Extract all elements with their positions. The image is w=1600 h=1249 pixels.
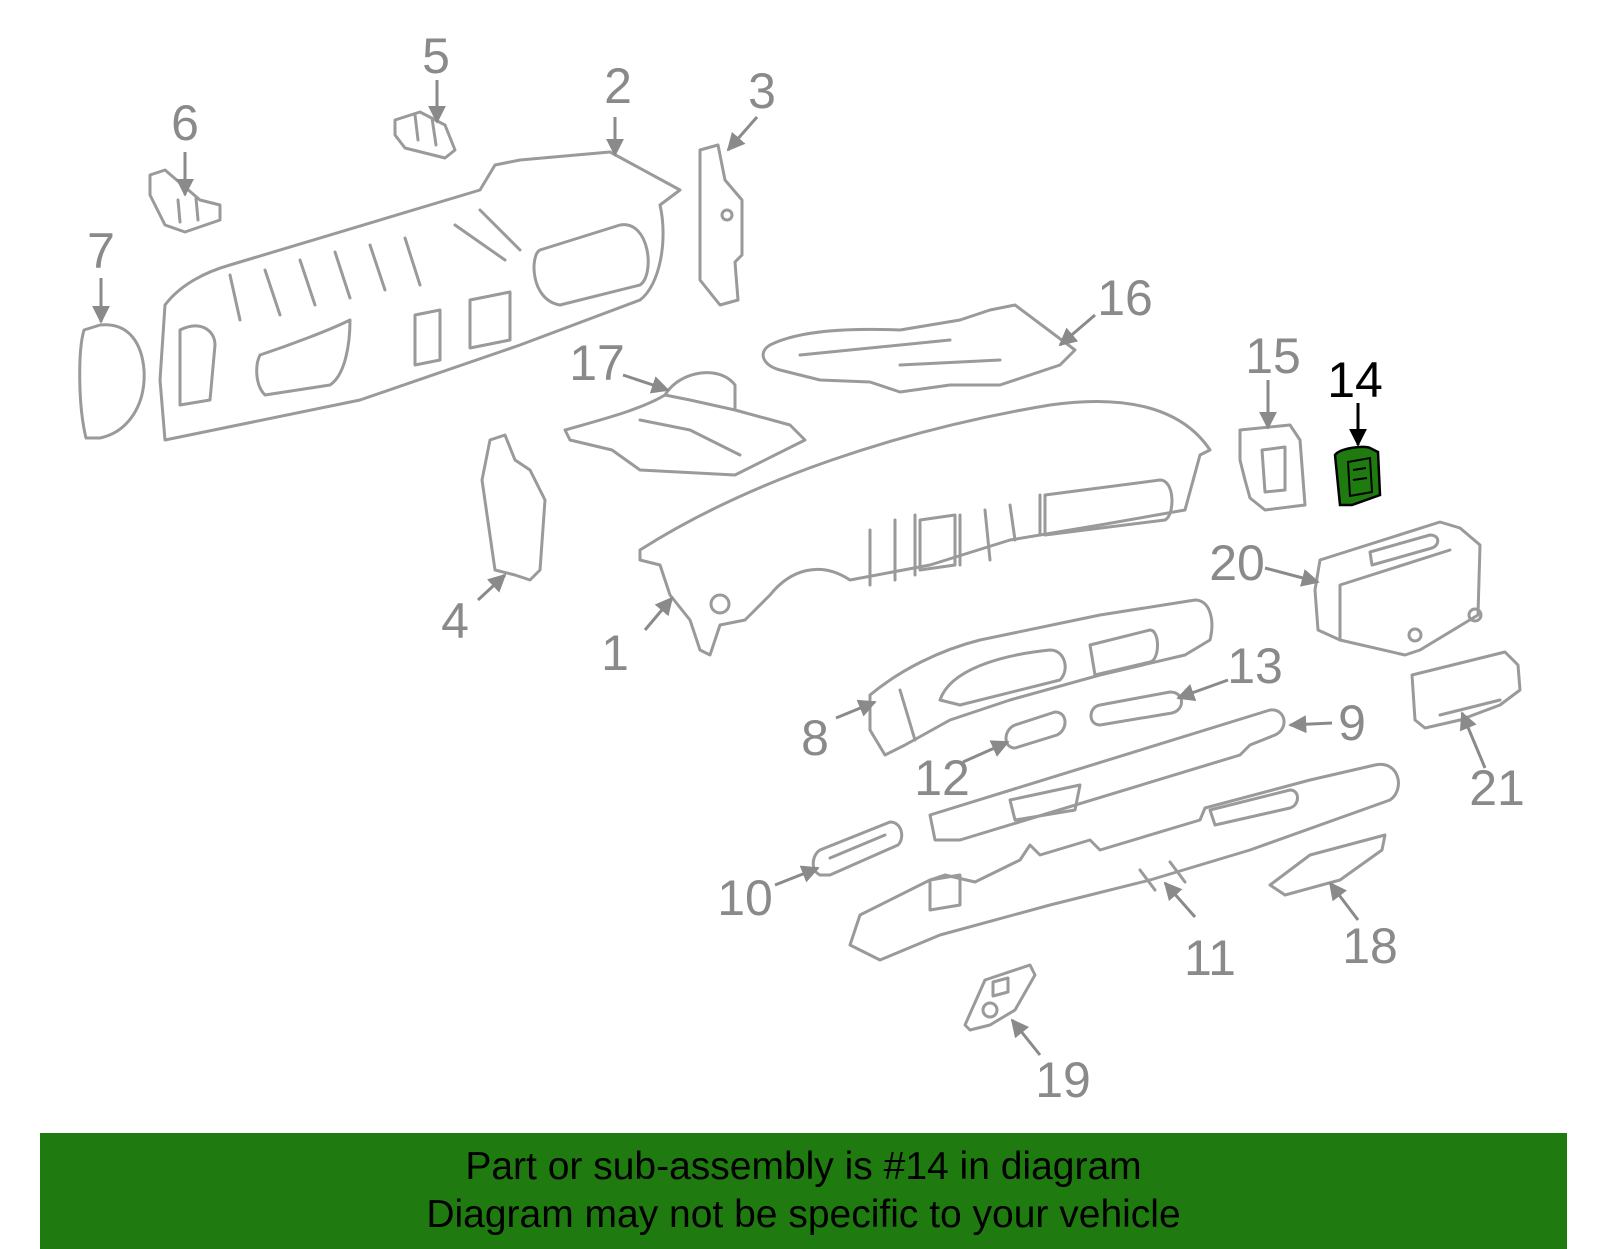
part-1-instrument-panel bbox=[638, 399, 1212, 657]
callout-11: 11 bbox=[1184, 930, 1236, 986]
part-14-vent-highlighted bbox=[1333, 445, 1382, 507]
callout-2: 2 bbox=[604, 58, 632, 114]
callout-8: 8 bbox=[801, 710, 829, 766]
part-21-glove-panel bbox=[1410, 650, 1522, 730]
callout-9: 9 bbox=[1338, 695, 1366, 751]
callout-20: 20 bbox=[1209, 535, 1265, 591]
part-7-end-cap bbox=[78, 323, 146, 440]
banner-line-1: Part or sub-assembly is #14 in diagram bbox=[465, 1145, 1142, 1188]
part-19-switch-bezel bbox=[963, 963, 1037, 1032]
part-17-duct bbox=[563, 371, 807, 477]
parts-diagram: 1 2 3 4 5 6 7 8 9 10 11 12 13 14 15 16 1… bbox=[78, 28, 1525, 1108]
callout-19: 19 bbox=[1035, 1052, 1091, 1108]
part-8-cluster-bezel bbox=[868, 598, 1214, 757]
leader-lines bbox=[92, 80, 1487, 1056]
part-16-upper-cover bbox=[761, 303, 1077, 394]
callout-7: 7 bbox=[87, 223, 115, 279]
callout-4: 4 bbox=[441, 593, 469, 649]
callout-5: 5 bbox=[422, 28, 450, 84]
callout-1: 1 bbox=[601, 625, 629, 681]
part-15-vent-housing bbox=[1238, 423, 1307, 512]
part-20-duct-box bbox=[1313, 520, 1483, 657]
callout-12: 12 bbox=[914, 750, 970, 806]
callout-21: 21 bbox=[1469, 760, 1525, 816]
part-4-side-panel bbox=[480, 433, 547, 582]
callout-18: 18 bbox=[1342, 918, 1398, 974]
callout-13: 13 bbox=[1227, 638, 1283, 694]
part-11-lower-panel bbox=[848, 763, 1400, 962]
callout-6: 6 bbox=[171, 95, 199, 151]
part-3-side-bracket bbox=[698, 143, 744, 307]
part-10-small-bezel bbox=[811, 820, 904, 877]
callout-17: 17 bbox=[569, 335, 625, 391]
callout-14-highlighted: 14 bbox=[1327, 352, 1383, 408]
part-2-upper-dash-frame bbox=[158, 150, 682, 442]
banner-line-2: Diagram may not be specific to your vehi… bbox=[426, 1193, 1181, 1236]
callout-15: 15 bbox=[1245, 328, 1301, 384]
part-9-trim-strip bbox=[928, 708, 1286, 842]
callout-labels: 1 2 3 4 5 6 7 8 9 10 11 12 13 14 15 16 1… bbox=[87, 28, 1525, 1108]
callout-10: 10 bbox=[717, 870, 773, 926]
part-5-bracket-clip bbox=[393, 110, 457, 160]
part-12-small-vent bbox=[1004, 710, 1067, 750]
info-banner: Part or sub-assembly is #14 in diagram D… bbox=[40, 1133, 1567, 1249]
callout-16: 16 bbox=[1097, 270, 1153, 326]
part-18-small-plate bbox=[1268, 833, 1387, 897]
callout-3: 3 bbox=[748, 63, 776, 119]
part-13-vent-strip bbox=[1089, 690, 1183, 727]
